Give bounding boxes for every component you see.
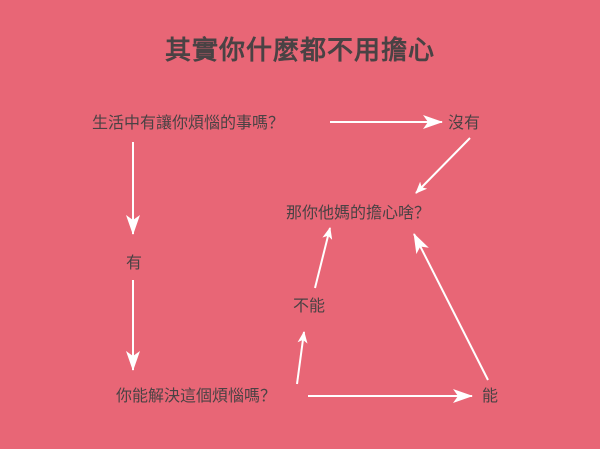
arrow-cannot-to-worry: [314, 227, 333, 289]
node-can-solve: 你能解決這個煩惱嗎？: [116, 386, 277, 405]
arrow-no-to-worry: [415, 137, 471, 194]
node-start: 生活中有讓你煩惱的事嗎？: [92, 113, 285, 132]
node-no: 沒有: [448, 113, 481, 132]
diagram-title: 其實你什麼都不用擔心: [164, 36, 435, 66]
arrow-can-to-worry: [413, 233, 489, 381]
arrow-can-solve-to-cannot: [296, 331, 308, 385]
node-cannot: 不能: [293, 296, 326, 315]
node-yes: 有: [126, 253, 143, 272]
node-can: 能: [482, 386, 499, 405]
node-worry: 那你他媽的擔心啥？: [286, 203, 431, 222]
